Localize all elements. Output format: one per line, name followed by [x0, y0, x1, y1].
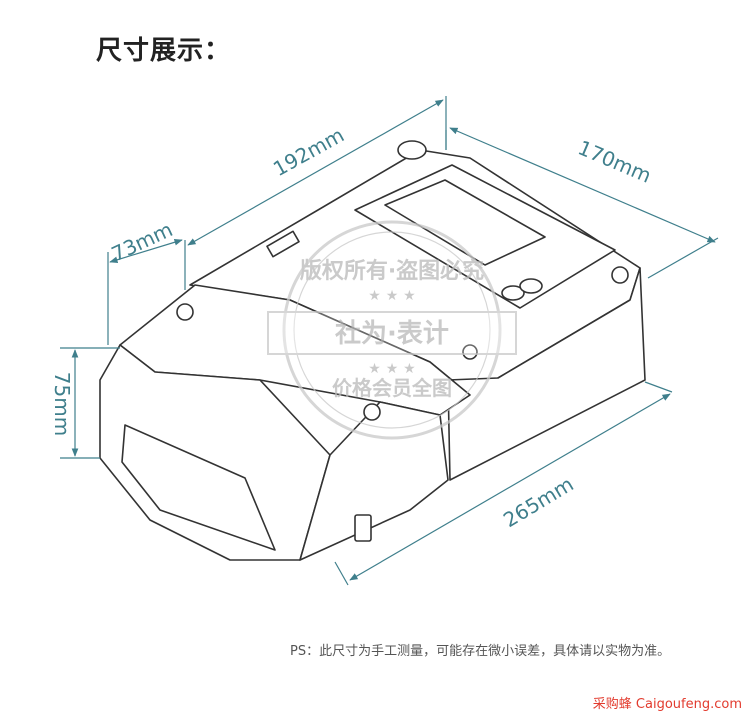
meter-button-left: [501, 285, 525, 301]
dim-label-192: 192mm: [269, 123, 348, 181]
meter-hanger: [397, 140, 427, 160]
watermark-bottom-text: 价格会员全图: [332, 376, 452, 400]
page-title: 尺寸展示：: [96, 36, 232, 66]
dim-line-73: [109, 238, 183, 264]
seal-screw-left: [176, 303, 194, 321]
dimension-lines: [60, 96, 719, 586]
dim-line-192: [187, 99, 444, 246]
seal-screw-right: [363, 403, 381, 421]
meter-button-right: [519, 278, 543, 294]
dim-line-265: [349, 393, 671, 581]
terminal-notch: [354, 514, 372, 542]
seal-screw-top-right: [611, 266, 629, 284]
svg-text:★ ★ ★: ★ ★ ★: [368, 288, 415, 304]
dim-label-73: 73mm: [108, 217, 177, 266]
watermark-center-text: 社为·表计: [335, 318, 449, 349]
dim-label-170: 170mm: [575, 135, 655, 187]
watermark-top-text: 版权所有·盗图必究: [300, 258, 484, 284]
measurement-note: PS：此尺寸为手工测量，可能存在微小误差，具体请以实物为准。: [290, 644, 671, 659]
dim-label-75: 75mm: [50, 372, 74, 436]
svg-text:★ ★ ★: ★ ★ ★: [368, 361, 415, 377]
seal-screw-mid: [462, 344, 478, 360]
footer-watermark: 采购蜂 Caigoufeng.com: [592, 697, 742, 712]
dim-label-265: 265mm: [499, 472, 577, 532]
terminal-window: [121, 424, 276, 551]
dim-line-170: [449, 127, 716, 243]
